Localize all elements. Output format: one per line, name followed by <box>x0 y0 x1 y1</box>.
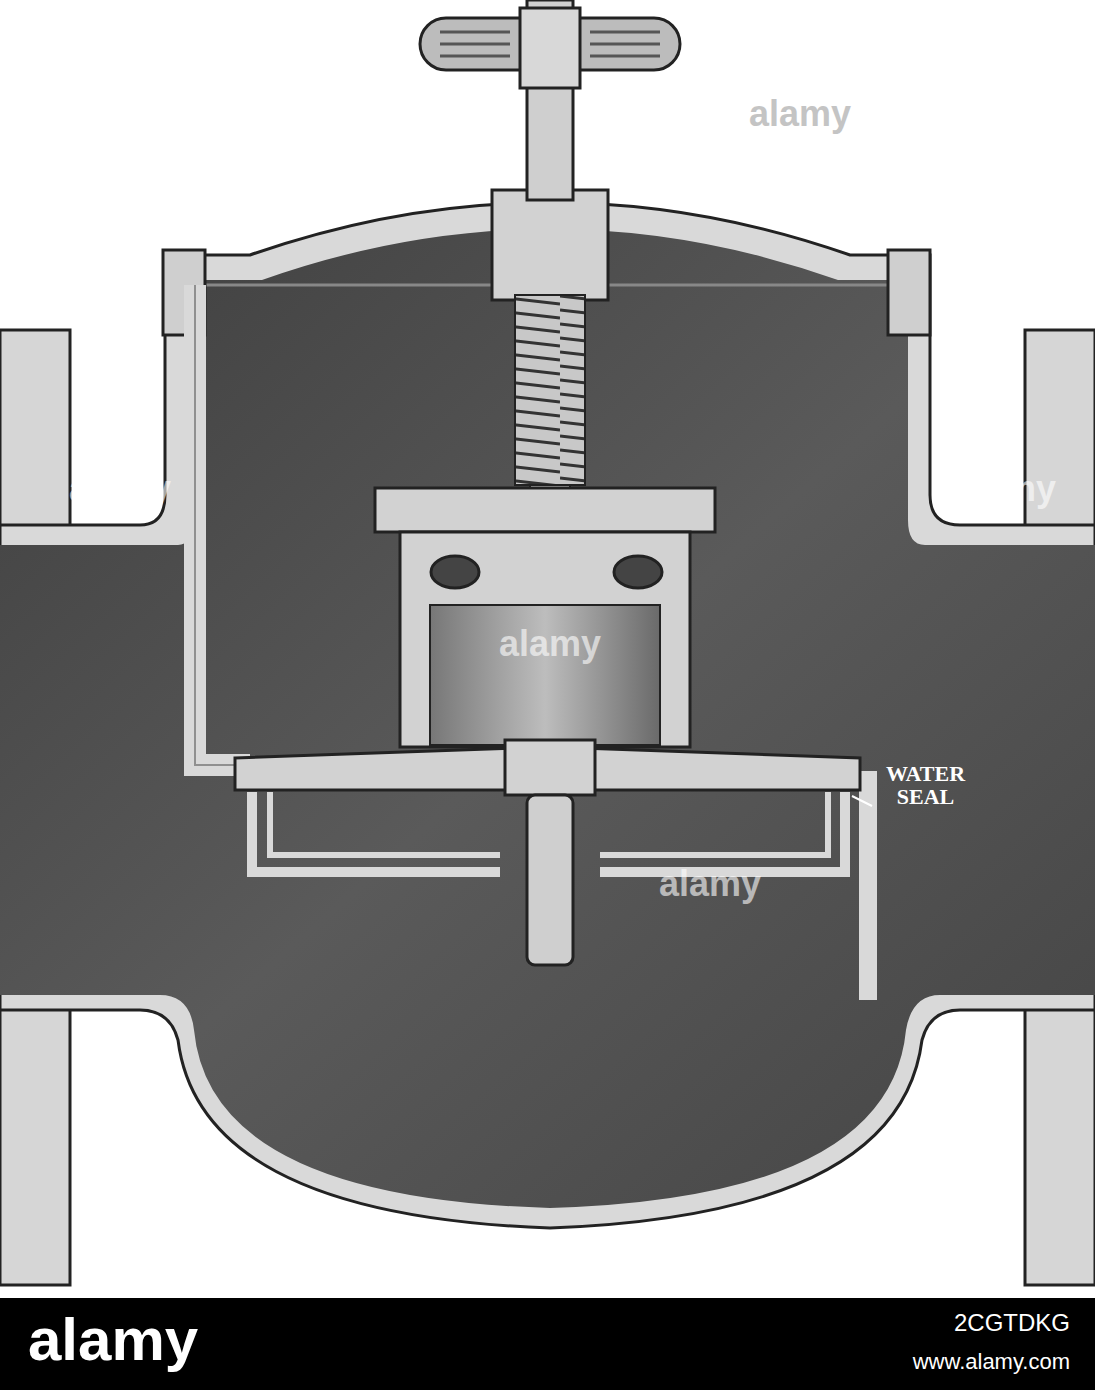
watermark: alamy <box>630 865 790 903</box>
valve-body <box>0 203 1095 1229</box>
footer-bar <box>0 1298 1095 1390</box>
watermark: alamy <box>470 625 630 663</box>
callout-label: WATER SEAL <box>878 762 973 808</box>
watermark: alamy <box>40 470 200 508</box>
flange <box>1025 330 1095 540</box>
handle-nut <box>520 8 580 88</box>
watermark: alamy <box>925 470 1085 508</box>
threaded-stem <box>515 295 585 485</box>
bonnet-boss <box>492 190 608 300</box>
leader-line <box>852 796 872 806</box>
image-id: 2CGTDKG <box>760 1310 1070 1335</box>
cage <box>400 532 690 747</box>
flange <box>0 330 70 540</box>
flange <box>0 1000 70 1285</box>
valve-interior <box>0 229 1095 1208</box>
guide-stem <box>527 795 573 965</box>
website: www.alamy.com <box>760 1350 1070 1373</box>
watermark: alamy <box>720 95 880 133</box>
cage-flange <box>375 488 715 532</box>
partition-wall <box>195 285 250 765</box>
partition-wall <box>848 780 868 1000</box>
bolt <box>888 250 930 335</box>
flange <box>1025 1000 1095 1285</box>
logo-text: alamy <box>28 1308 288 1371</box>
